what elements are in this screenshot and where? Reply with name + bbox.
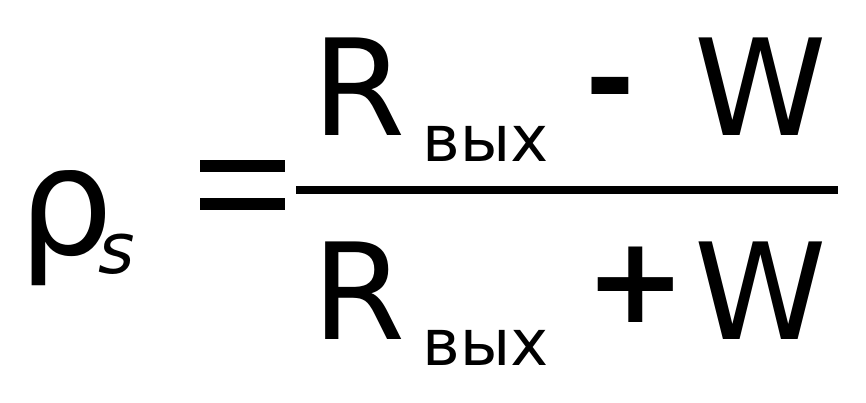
rho-subscript: s — [98, 208, 135, 290]
numerator-r-subscript: вых — [422, 103, 549, 177]
denominator-plus-sign: + — [585, 212, 686, 351]
denominator-w: W — [694, 215, 827, 371]
numerator-r: R — [312, 11, 406, 167]
equals-sign-bottom-bar — [200, 198, 285, 210]
denominator-r-subscript: вых — [422, 307, 549, 381]
denominator-r: R — [312, 215, 406, 371]
numerator-minus-sign: - — [585, 10, 635, 149]
equals-sign-top-bar — [200, 160, 285, 172]
fraction-bar — [296, 186, 838, 194]
rho-symbol: ρ — [18, 116, 114, 290]
numerator-w: W — [694, 11, 827, 167]
